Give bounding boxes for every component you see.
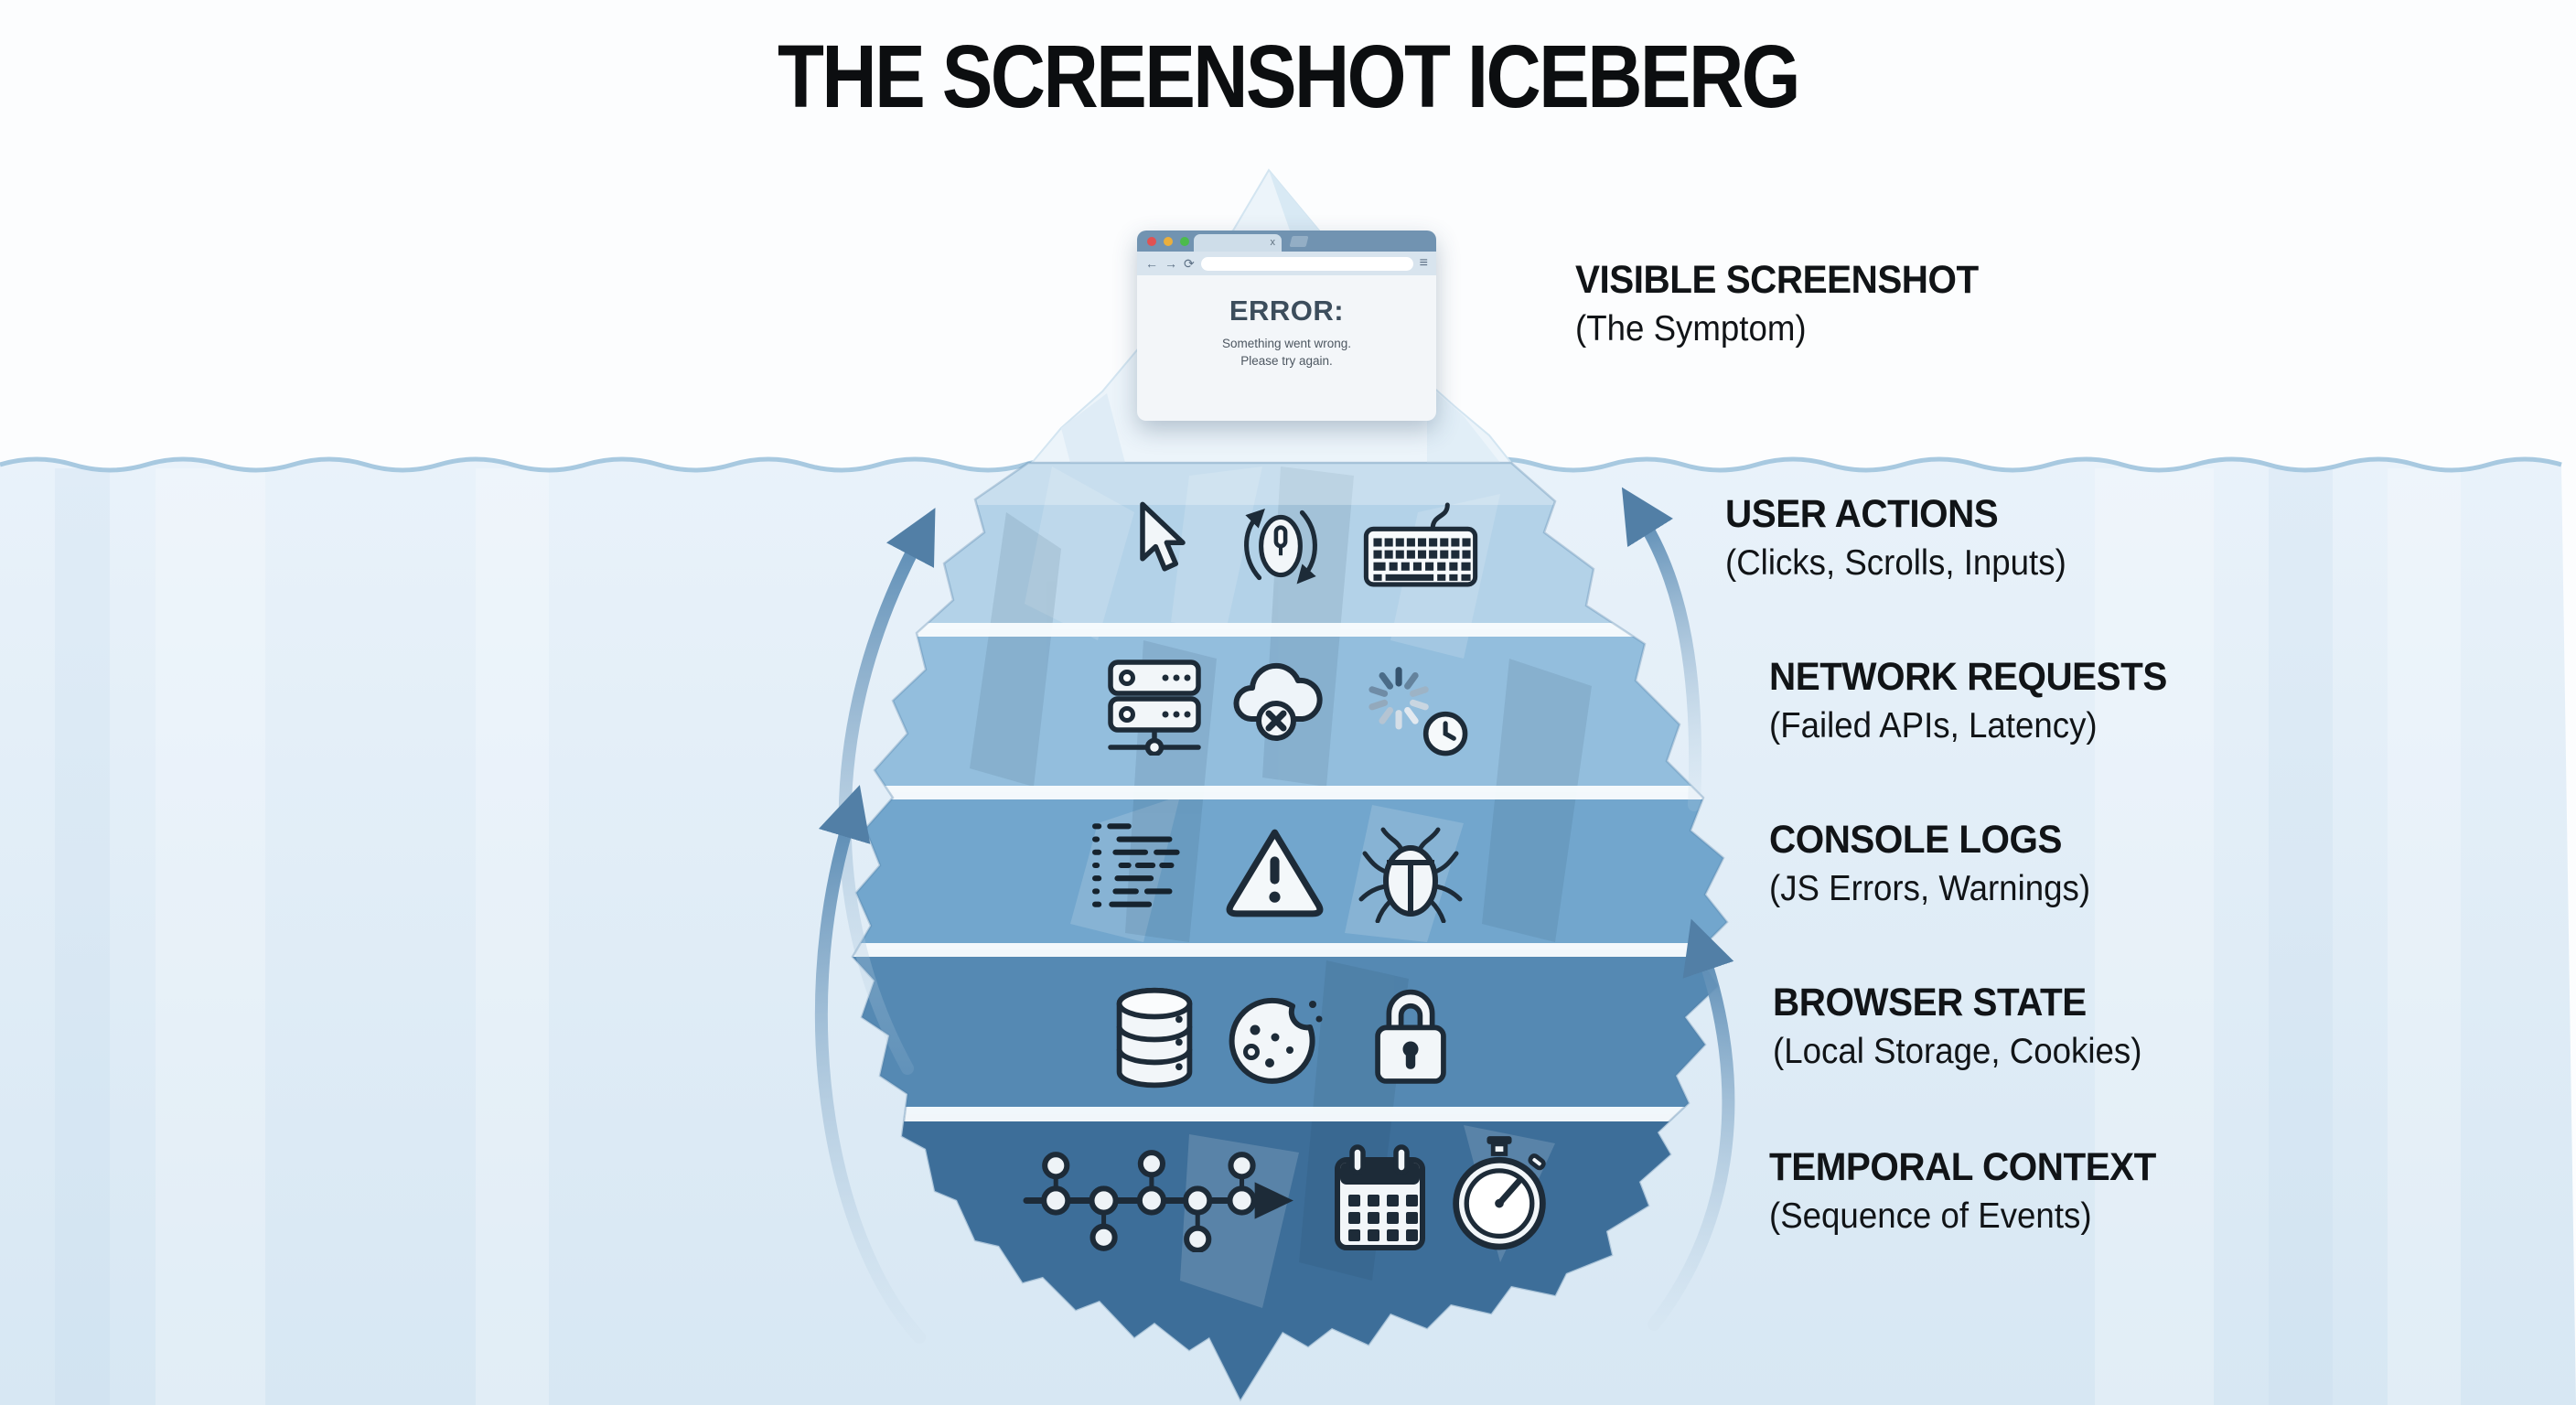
- bug-icon: [1358, 827, 1463, 923]
- loading-clock-icon: [1368, 667, 1468, 756]
- tab-close-icon[interactable]: x: [1270, 237, 1276, 248]
- warning-triangle-icon: [1226, 829, 1324, 917]
- browser-toolbar: ← → ⟳ ≡: [1137, 252, 1436, 275]
- refresh-icon[interactable]: ⟳: [1184, 256, 1195, 271]
- server-icon: [1108, 660, 1201, 756]
- label-title: NETWORK REQUESTS: [1769, 655, 2167, 699]
- cloud-error-icon: [1233, 662, 1323, 741]
- label-temporal-context: TEMPORAL CONTEXT (Sequence of Events): [1769, 1145, 2181, 1237]
- label-subtitle: (Sequence of Events): [1769, 1196, 2092, 1236]
- label-subtitle: (Local Storage, Cookies): [1773, 1032, 2142, 1071]
- calendar-icon: [1335, 1144, 1425, 1250]
- left-lower-arrow: [814, 785, 926, 1344]
- stopwatch-icon: [1453, 1136, 1546, 1250]
- error-heading: ERROR:: [1229, 295, 1345, 327]
- browser-tab[interactable]: x: [1194, 234, 1282, 252]
- right-lower-arrow: [1648, 918, 1735, 1331]
- console-lines-icon: [1092, 823, 1180, 907]
- label-title: CONSOLE LOGS: [1769, 818, 2062, 862]
- label-user-actions: USER ACTIONS (Clicks, Scrolls, Inputs): [1725, 492, 2088, 584]
- cookie-icon: [1229, 997, 1323, 1084]
- label-title: VISIBLE SCREENSHOT: [1575, 258, 1979, 302]
- browser-titlebar: x: [1137, 231, 1436, 252]
- minimize-window-icon[interactable]: [1164, 237, 1173, 246]
- label-title: BROWSER STATE: [1773, 981, 2087, 1024]
- traffic-lights: [1147, 237, 1189, 246]
- browser-window: x ← → ⟳ ≡ ERROR: Something went wrong. P…: [1137, 231, 1436, 421]
- label-console-logs: CONSOLE LOGS (JS Errors, Warnings): [1769, 818, 2110, 909]
- label-subtitle: (JS Errors, Warnings): [1769, 869, 2091, 908]
- label-title: TEMPORAL CONTEXT: [1769, 1145, 2156, 1189]
- right-upper-arrow: [1621, 487, 1702, 811]
- label-visible-screenshot: VISIBLE SCREENSHOT (The Symptom): [1575, 258, 2004, 349]
- error-message: Something went wrong. Please try again.: [1221, 337, 1352, 368]
- keyboard-icon: [1363, 502, 1478, 587]
- forward-icon[interactable]: →: [1165, 256, 1177, 271]
- lock-icon: [1375, 989, 1446, 1084]
- label-subtitle: (The Symptom): [1575, 309, 1807, 349]
- layer-dividers: [853, 623, 1727, 1121]
- back-icon[interactable]: ←: [1145, 256, 1158, 271]
- cursor-icon: [1140, 501, 1186, 572]
- new-tab-button[interactable]: [1289, 236, 1309, 247]
- label-subtitle: (Failed APIs, Latency): [1769, 706, 2098, 745]
- mouse-scroll-icon: [1244, 509, 1317, 585]
- error-page: ERROR: Something went wrong. Please try …: [1137, 275, 1436, 370]
- label-network-requests: NETWORK REQUESTS (Failed APIs, Latency): [1769, 655, 2193, 746]
- close-window-icon[interactable]: [1147, 237, 1156, 246]
- label-browser-state: BROWSER STATE (Local Storage, Cookies): [1773, 981, 2165, 1072]
- depth-arrows: [814, 487, 1735, 1344]
- maximize-window-icon[interactable]: [1180, 237, 1189, 246]
- menu-icon[interactable]: ≡: [1419, 255, 1428, 271]
- timeline-icon: [1023, 1150, 1293, 1252]
- database-icon: [1116, 987, 1193, 1089]
- label-subtitle: (Clicks, Scrolls, Inputs): [1725, 543, 2066, 583]
- page-title: THE SCREENSHOT ICEBERG: [778, 27, 1800, 126]
- label-title: USER ACTIONS: [1725, 492, 1999, 536]
- url-bar[interactable]: [1200, 256, 1413, 271]
